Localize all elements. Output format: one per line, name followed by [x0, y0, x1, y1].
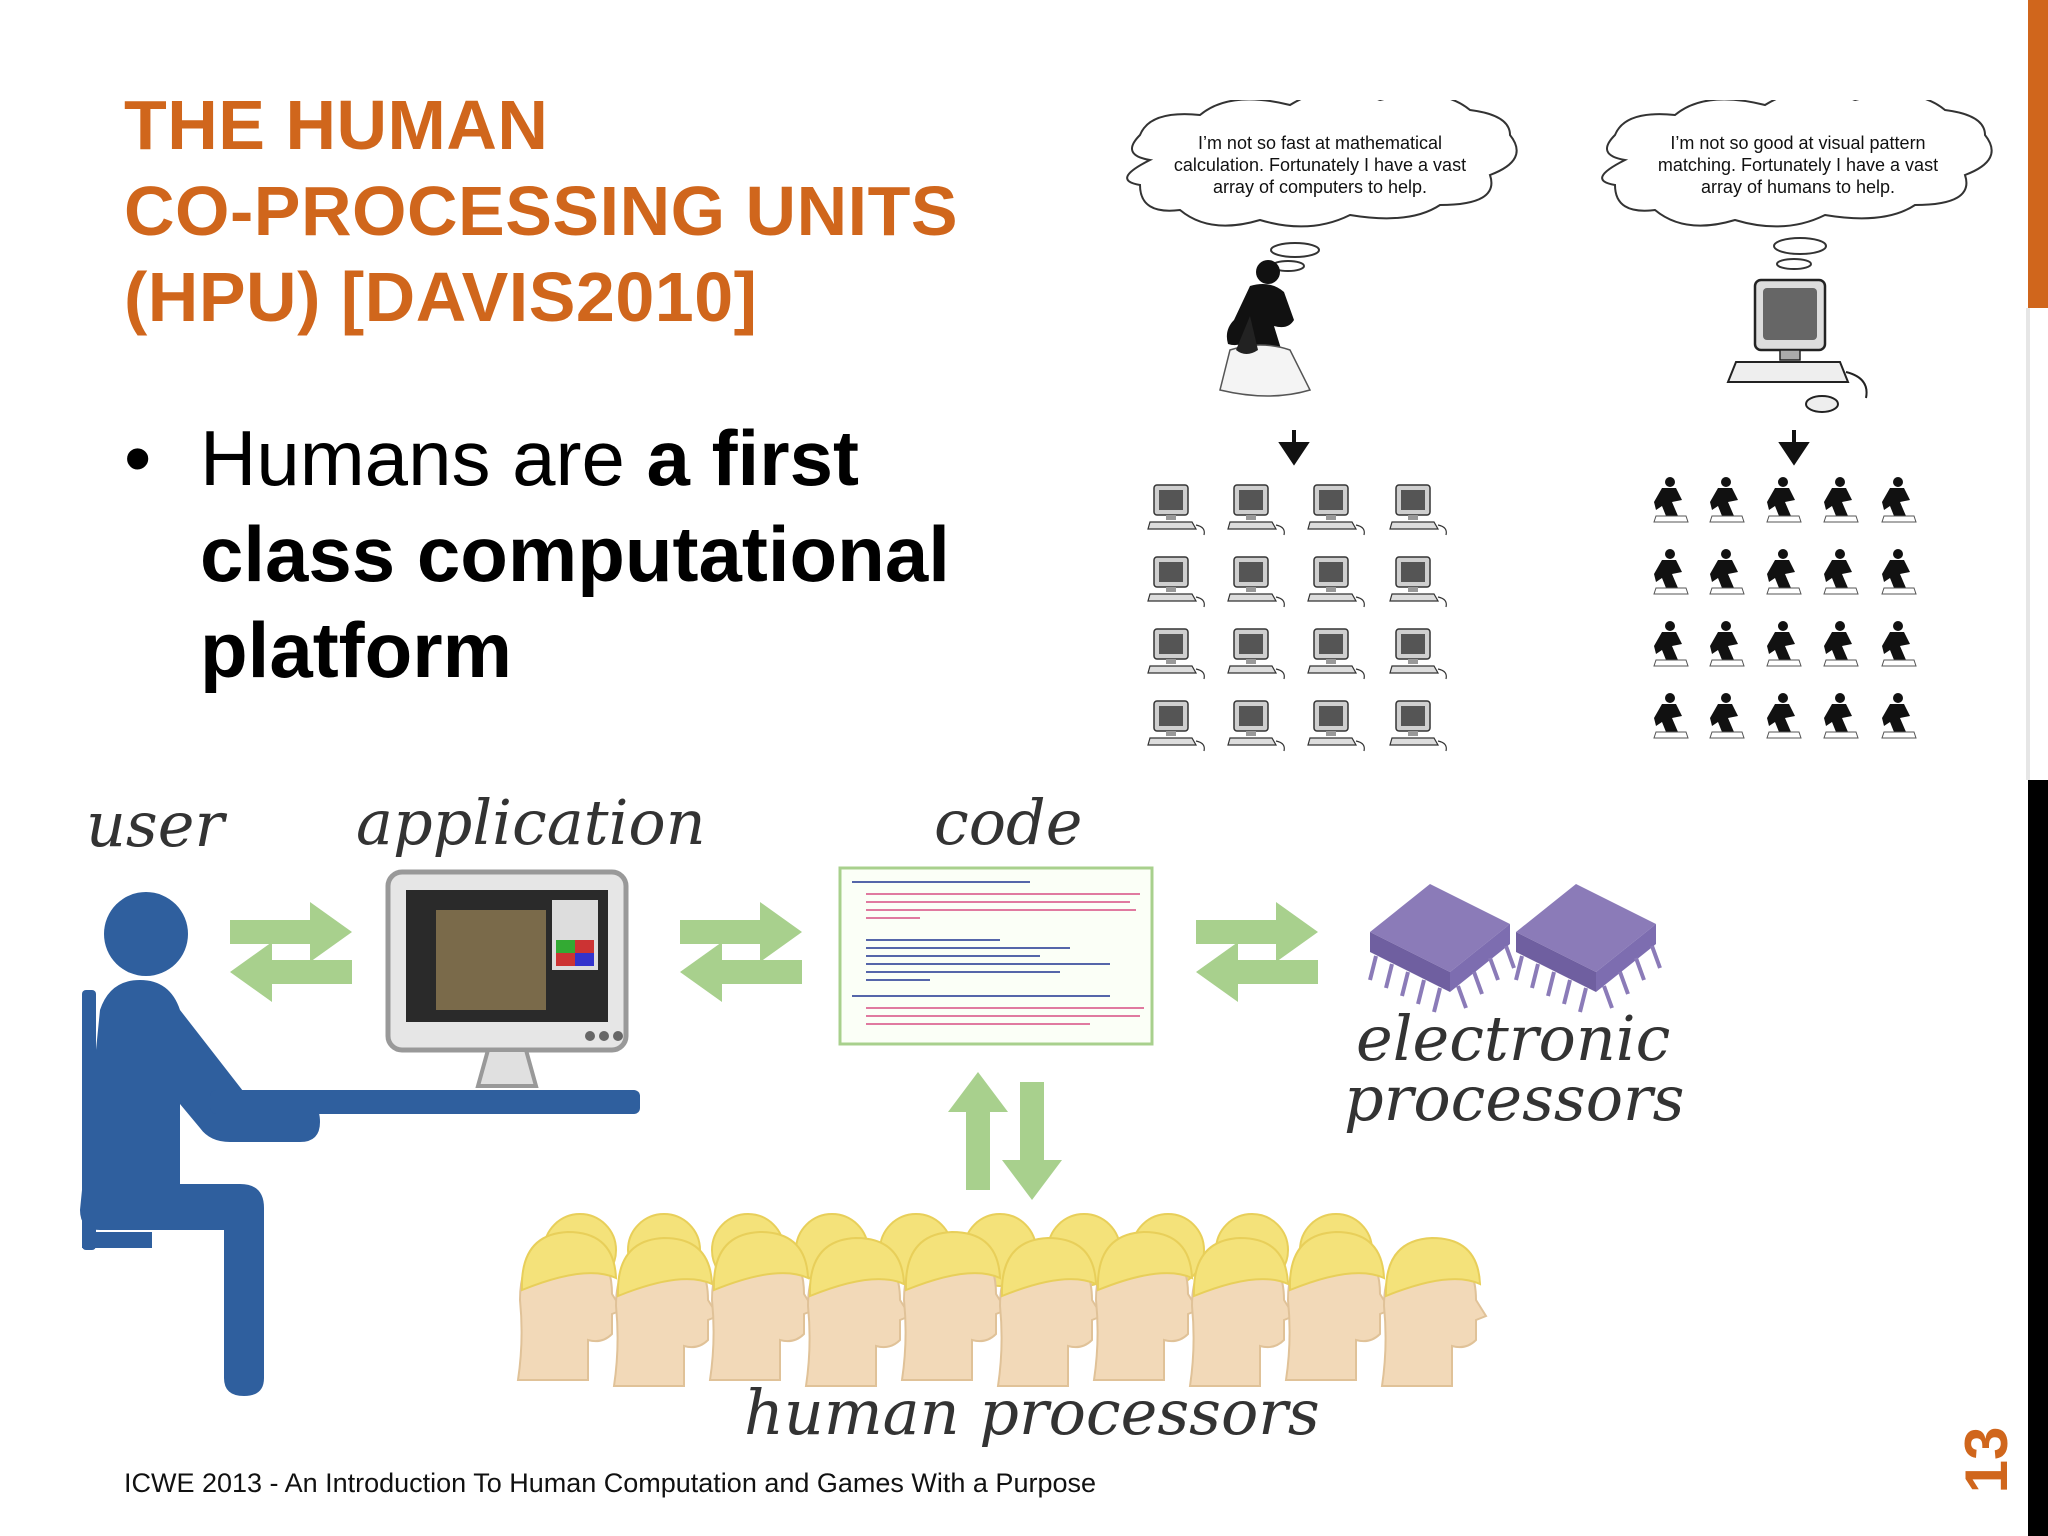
electronic-processors-label-line-1: electronic [1356, 1002, 1671, 1075]
accent-bar [2028, 0, 2048, 308]
slide-title: THE HUMAN CO-PROCESSING UNITS (HPU) [DAV… [124, 82, 1084, 340]
title-line-2: CO-PROCESSING UNITS [124, 172, 959, 250]
thinker-statue-icon [1219, 260, 1312, 397]
exchange-arrows-icon [230, 902, 352, 1002]
code-snippet-box [838, 866, 1154, 1046]
thought-cloud-right [1601, 100, 1993, 228]
user-label: user [86, 788, 225, 861]
arrow-down-icon [1778, 430, 1810, 466]
computers-grid [1147, 484, 1448, 752]
bullet-plain: Humans are [200, 414, 647, 502]
title-line-3: (HPU) [DAVIS2010] [124, 258, 758, 336]
edge-bar [2028, 780, 2048, 1536]
accent-divider [2026, 308, 2030, 780]
electronic-processors-label-line-2: processors [1344, 1062, 1685, 1135]
human-processors-label: human processors [744, 1376, 1320, 1449]
cloud-text-right: I’m not so good at visual pattern matchi… [1657, 133, 1939, 197]
computer-icon [1726, 278, 1868, 413]
application-monitor-icon [385, 869, 629, 1088]
human-heads-group [516, 1213, 1488, 1387]
user-figure-icon [80, 892, 640, 1396]
arrow-down-icon [1278, 430, 1310, 466]
processor-chip-icon [1514, 884, 1662, 1013]
slide-footer: ICWE 2013 - An Introduction To Human Com… [124, 1468, 1096, 1498]
cloud-text-left: I’m not so fast at mathematical calculat… [1173, 133, 1467, 197]
exchange-arrows-icon [680, 902, 802, 1002]
thinker-vs-computer-illustration [1126, 100, 1993, 752]
bullet-marker: • [124, 414, 152, 502]
humans-grid [1653, 476, 1917, 739]
vertical-exchange-arrows-icon [948, 1072, 1062, 1200]
thought-cloud-left [1126, 100, 1518, 228]
bullet-text: Humans are a first class computational p… [200, 410, 1044, 698]
title-line-1: THE HUMAN [124, 86, 549, 164]
bullet-bold: a first class computational platform [200, 414, 950, 694]
hpu-diagram [80, 866, 1662, 1396]
bullet-point: • Humans are a first class computational… [124, 410, 1044, 698]
application-label: application [356, 786, 706, 859]
code-label: code [934, 786, 1083, 859]
processor-chip-icon [1368, 884, 1516, 1013]
slide-number: 13 [1953, 1426, 2020, 1494]
exchange-arrows-icon [1196, 902, 1318, 1002]
